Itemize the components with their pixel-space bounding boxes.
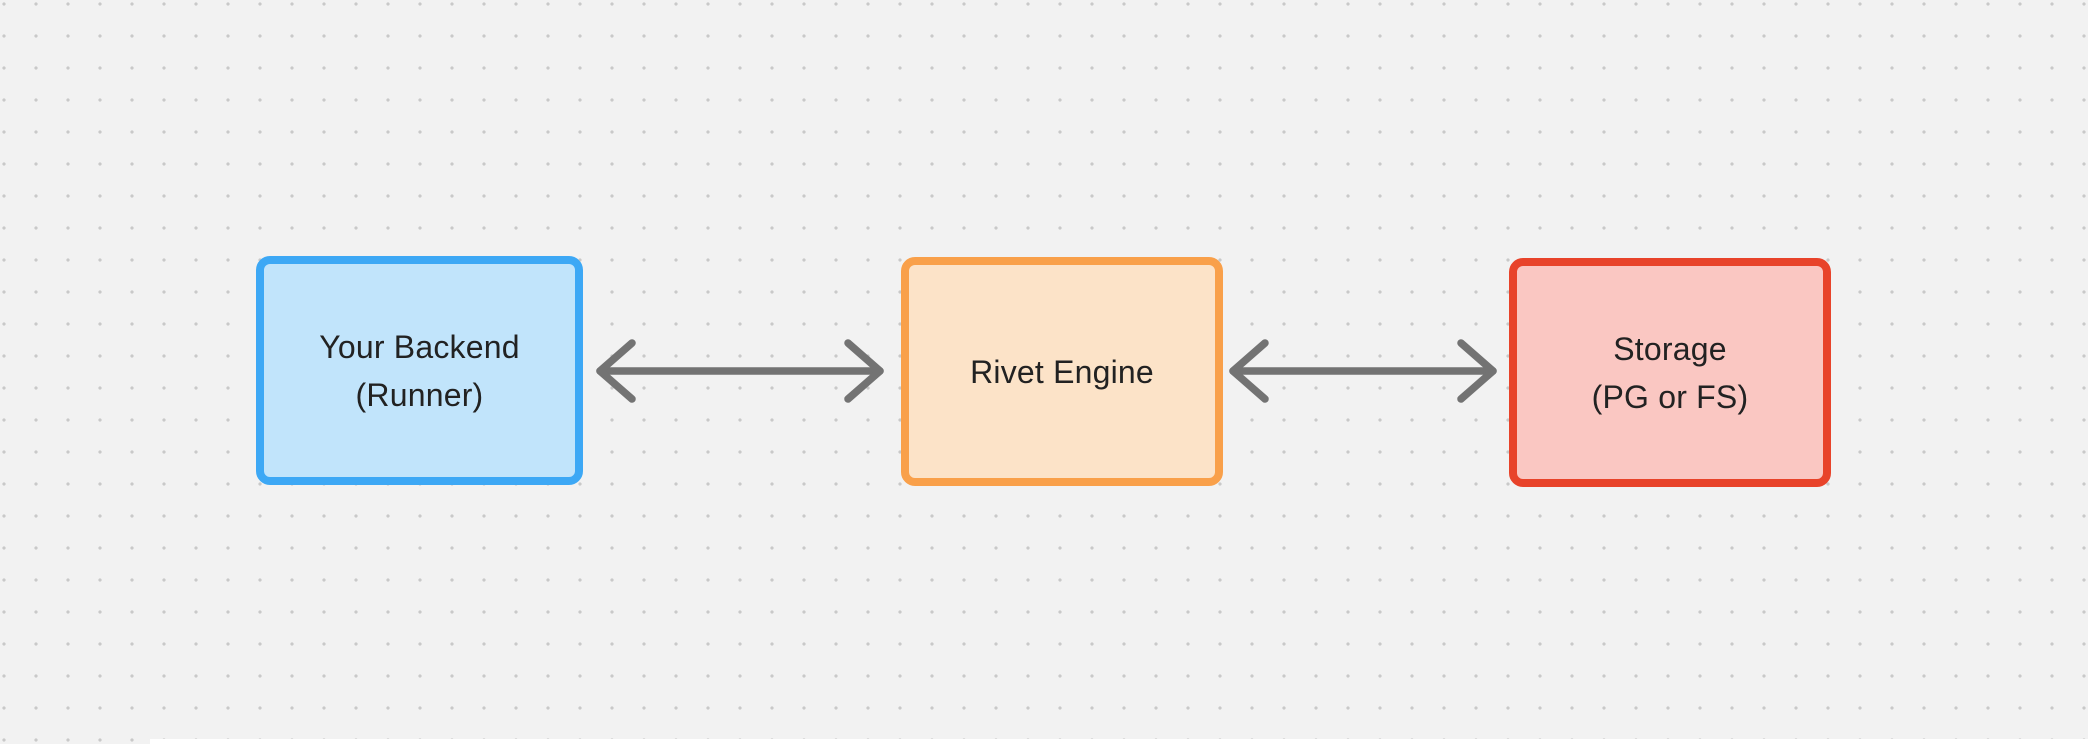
- node-label-line: Rivet Engine: [970, 353, 1154, 390]
- node-label-line: (PG or FS): [1591, 378, 1749, 415]
- double-arrow-icon: [596, 339, 884, 403]
- connector-engine-storage: [1225, 329, 1501, 413]
- double-arrow-icon: [1229, 339, 1497, 403]
- node-rivet-engine-label: Rivet Engine: [970, 348, 1154, 396]
- node-label-line: Your Backend: [319, 328, 520, 365]
- node-label-line: Storage: [1613, 330, 1727, 367]
- node-storage-label: Storage (PG or FS): [1592, 325, 1749, 421]
- node-rivet-engine: Rivet Engine: [901, 257, 1223, 486]
- node-label-line: (Runner): [355, 376, 484, 413]
- bottom-edge-strip: [150, 739, 2088, 744]
- connector-backend-engine: [590, 329, 890, 413]
- node-storage: Storage (PG or FS): [1509, 258, 1831, 487]
- node-your-backend-label: Your Backend (Runner): [319, 323, 519, 419]
- node-your-backend: Your Backend (Runner): [256, 256, 583, 485]
